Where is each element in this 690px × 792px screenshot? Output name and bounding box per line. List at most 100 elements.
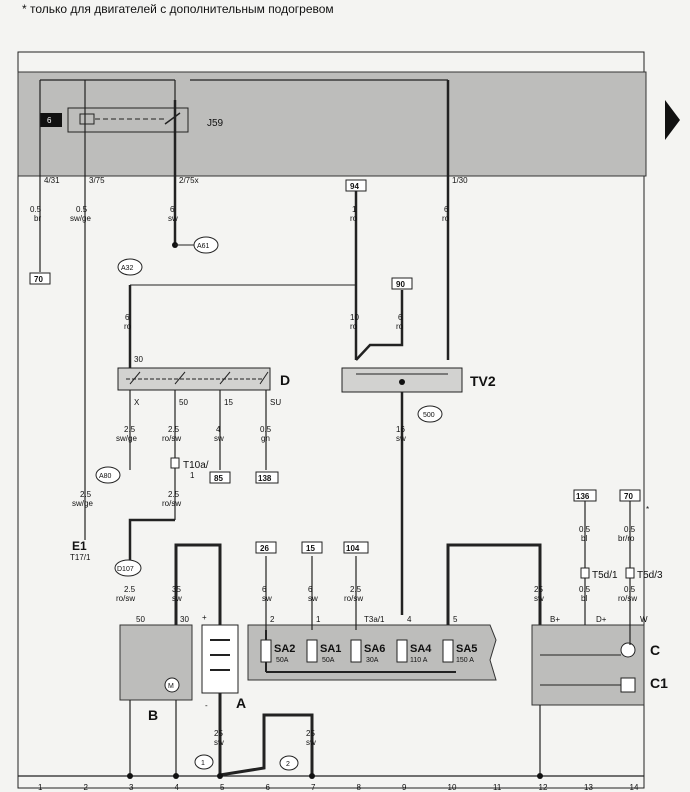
wire-spec: ro/sw: [618, 594, 637, 603]
ref-box: [29, 272, 51, 285]
ref-box-label: 85: [214, 474, 223, 483]
wire-spec: sw: [308, 594, 318, 603]
D-pin: X: [134, 398, 140, 407]
frame: [17, 51, 645, 789]
connector-icon: [170, 457, 180, 469]
ref-box: [255, 541, 277, 554]
wire-spec: 6: [170, 205, 175, 214]
wire-spec: sw/ge: [116, 434, 137, 443]
junction-dot: [399, 379, 405, 385]
wire-spec: 6: [308, 585, 313, 594]
connector-T5d3: T5d/3: [637, 570, 663, 581]
wire-spec: 1: [352, 205, 357, 214]
ref-circle: [279, 755, 299, 771]
ref-box: [343, 541, 369, 554]
battery-minus: -: [205, 701, 208, 710]
fuse-amp: 110 A: [410, 657, 428, 664]
wire-spec: sw/ge: [72, 499, 93, 508]
wire-spec: br: [34, 214, 41, 223]
wire-SA5-C: [446, 543, 542, 625]
wire-spec: 6: [444, 205, 449, 214]
wire-spec: 10: [350, 313, 359, 322]
pin-130: 1/30: [452, 176, 468, 185]
fuse-SA5-icon: [442, 639, 454, 663]
motor-icon: [164, 677, 180, 693]
wire-spec: 6: [262, 585, 267, 594]
D-pin: SU: [270, 398, 281, 407]
wire-spec: 35: [172, 585, 181, 594]
connector-T10a-sub: 1: [190, 471, 195, 480]
ref-circle: [114, 559, 142, 577]
ref-box-label: 15: [306, 544, 315, 553]
ref-circle: [117, 258, 143, 276]
pin-375: 3/75: [89, 176, 105, 185]
wire-spec: 25: [214, 729, 223, 738]
connector-icon: [625, 567, 635, 579]
wire-spec: 6: [398, 313, 403, 322]
relay-panel: [17, 71, 647, 177]
label-C1: C1: [650, 675, 668, 691]
connector-T10a: T10a/: [183, 460, 209, 471]
ref-box: [391, 277, 413, 290]
wire-spec: 0.5: [579, 525, 591, 534]
junction-dot: [217, 773, 223, 779]
ref-box-label: 104: [346, 544, 360, 553]
C-pin: B+: [550, 615, 560, 624]
ref-A80: A80: [99, 473, 112, 480]
wire-spec: ro/sw: [162, 434, 181, 443]
fuse-pin: 1: [316, 615, 321, 624]
label-B: B: [148, 707, 158, 723]
battery-plus: +: [202, 613, 207, 622]
wire-spec: sw: [306, 738, 316, 747]
wire-spec: sw: [534, 594, 544, 603]
wire-spec: 16: [396, 425, 405, 434]
wire-spec: sw: [214, 434, 224, 443]
junction-dot: [309, 773, 315, 779]
fuse-amp: 50A: [322, 657, 335, 664]
ref-box: [209, 471, 231, 484]
fuse-name: SA6: [364, 643, 385, 655]
B-pin: 30: [180, 615, 189, 624]
label-TV2: TV2: [470, 373, 496, 389]
column-number: 7: [311, 783, 316, 792]
wire-spec: 2.5: [124, 585, 136, 594]
fuse-name: SA1: [320, 643, 341, 655]
fuse-pin: 4: [407, 615, 412, 624]
ref-circle: [194, 754, 214, 770]
wire-spec: 0.5: [260, 425, 272, 434]
fuse-name: SA2: [274, 643, 295, 655]
junction-dot: [537, 773, 543, 779]
wire-spec: 0.5: [624, 525, 636, 534]
star-note: *: [646, 505, 649, 514]
fuse-SA4-icon: [396, 639, 408, 663]
fuse-SA6-icon: [350, 639, 362, 663]
connector-T5d1: T5d/1: [592, 570, 618, 581]
fuse-name: SA5: [456, 643, 477, 655]
wire-spec: sw: [396, 434, 406, 443]
D-switch-icon: [174, 371, 186, 385]
ref-box-label: 26: [260, 544, 269, 553]
wire-spec: 0.5: [76, 205, 88, 214]
C-pin: D+: [596, 615, 607, 624]
column-number: 9: [402, 783, 407, 792]
wire-spec: ro/sw: [162, 499, 181, 508]
ref-A32: A32: [121, 265, 134, 272]
junction-dot: [127, 773, 133, 779]
component-C: [531, 624, 645, 706]
label-D: D: [280, 372, 290, 388]
wire-battery-B: [174, 543, 222, 625]
svg-text:M: M: [168, 683, 174, 690]
wire-spec: 25: [306, 729, 315, 738]
wire-90: [355, 290, 404, 361]
B-pin: 50: [136, 615, 145, 624]
relay-coil-icon: [79, 113, 95, 125]
ref-500: 500: [423, 412, 435, 419]
ref-1: 1: [201, 760, 205, 767]
column-number: 2: [84, 783, 89, 792]
fuse-amp: 50A: [276, 657, 289, 664]
D-pin: 30: [134, 355, 143, 364]
header-note: * только для двигателей с дополнительным…: [22, 2, 334, 16]
column-number: 6: [266, 783, 271, 792]
ref-circle: [95, 466, 121, 484]
fuse-name: SA4: [410, 643, 432, 655]
